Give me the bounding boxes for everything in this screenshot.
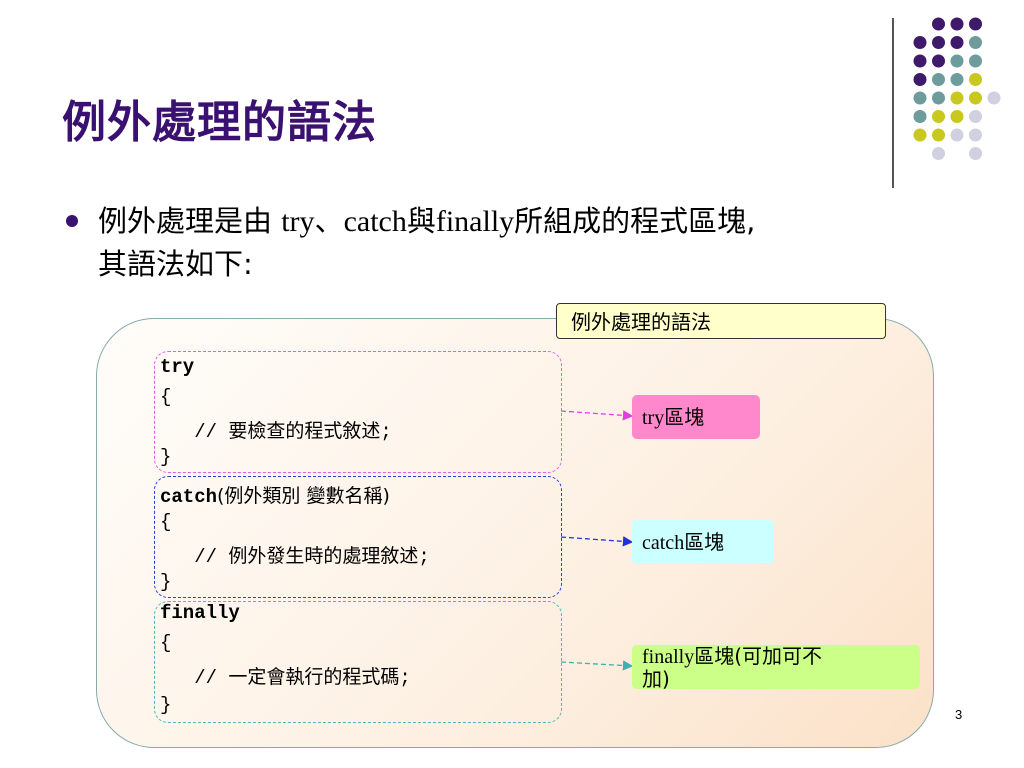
decor-dot [950,54,964,68]
code-finally-open: { [160,632,172,654]
code-catch-close: } [160,571,172,593]
code-catch-line: catch(例外類別 變數名稱) [160,481,390,508]
code-finally-close: } [160,694,172,716]
decor-dot [950,73,964,86]
code-try-comment: // 要檢查的程式敘述; [160,421,392,443]
code-catch-args: (例外類別 變數名稱) [217,485,390,507]
bullet-catch-word: catch [343,205,407,238]
decor-dot [913,110,927,123]
bullet-dot-icon [66,215,78,227]
decor-dot [969,147,982,160]
bullet-part2: 所組成的程式區塊, [514,204,756,238]
decor-dot [969,73,982,86]
code-try-keyword: try [160,356,195,378]
decor-dot [950,17,964,31]
finally-block-tag: finally區塊(可加可不加) [632,645,920,690]
decor-dot [932,91,945,105]
code-catch-comment: // 例外發生時的處理敘述; [160,546,430,568]
decor-dot [969,17,982,31]
catch-block-tag: catch區塊 [632,520,774,564]
decor-dot [932,110,945,123]
bullet-text: 例外處理是由 try、catch與finally所組成的程式區塊, 其語法如下: [98,200,978,285]
catch-arrow [560,536,634,547]
code-finally-comment: // 一定會執行的程式碼; [160,667,411,689]
code-try-open: { [160,386,172,408]
decor-dot [913,91,927,105]
decor-dot [987,91,1001,105]
code-try-close: } [160,446,172,468]
decor-dot [950,91,964,105]
decor-dot [932,147,945,160]
decor-dot [950,110,964,123]
decor-dot [950,36,964,49]
page-number: 3 [955,707,963,722]
bullet-sep: 、 [314,204,344,238]
decor-dot [932,73,945,86]
decor-dot [932,36,945,49]
decor-dot [950,128,964,142]
decor-dot [969,110,982,123]
bullet-finally-word: finally [435,205,515,238]
finally-arrow [560,660,634,671]
decor-dot [969,54,982,68]
code-catch-open: { [160,511,172,533]
vertical-divider [892,18,894,188]
bullet-part1: 例外處理是由 [98,204,282,238]
decor-dot [969,36,982,49]
code-finally-keyword: finally [160,602,240,624]
decor-dot [932,54,945,68]
decor-dot [913,73,927,86]
bullet-line2: 其語法如下: [98,247,253,281]
try-block-outline [154,351,562,473]
bullet-try-word: try [281,205,315,238]
decor-dot [913,36,927,49]
decor-dot [932,128,945,142]
decor-dot [969,128,982,142]
decor-dot [932,17,945,31]
decor-dot [969,91,982,105]
dot-grid-decoration [913,17,1001,160]
panel-label: 例外處理的語法 [556,303,886,339]
decor-dot [913,128,927,142]
bullet-conj: 與 [406,204,436,238]
page-title: 例外處理的語法 [62,97,377,148]
decor-dot [913,54,927,68]
try-block-tag: try區塊 [632,395,760,439]
code-catch-keyword: catch [160,486,218,508]
try-arrow [560,410,634,421]
